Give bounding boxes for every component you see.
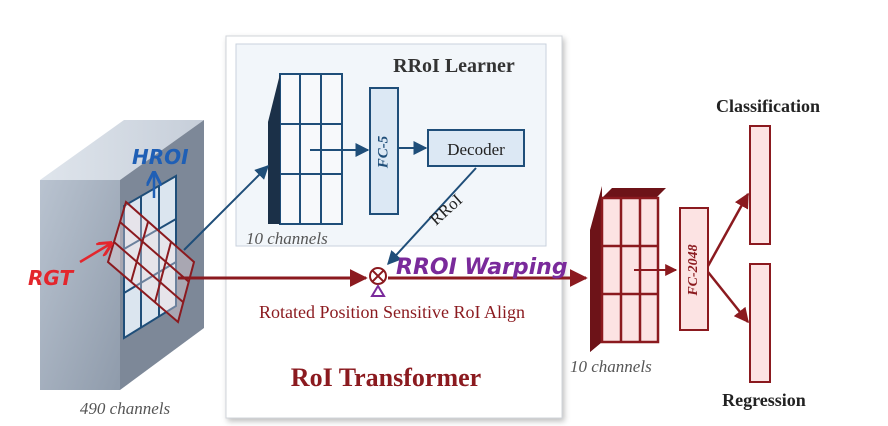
- fc-to-regression-arrow: [707, 271, 749, 324]
- fc5-label: FC-5: [375, 135, 391, 169]
- classification-label: Classification: [716, 96, 820, 116]
- hroi-annotation: HROI: [132, 145, 189, 169]
- input-feature-cube: [40, 120, 204, 390]
- fc2048-layer: FC-2048: [679, 207, 709, 331]
- fc2048-label: FC-2048: [686, 244, 701, 296]
- rgt-annotation: RGT: [28, 266, 74, 290]
- input-channels-label: 490 channels: [80, 399, 171, 418]
- regression-head: [749, 263, 771, 383]
- decoder-box: Decoder: [427, 129, 525, 167]
- decoder-label: Decoder: [447, 140, 505, 159]
- learner-channels-label: 10 channels: [246, 229, 328, 248]
- decoder-to-warp-arrow: [387, 167, 477, 266]
- classification-head: [749, 125, 771, 245]
- rroi-learner-title: RRoI Learner: [393, 55, 515, 77]
- regression-label: Regression: [722, 390, 806, 410]
- roi-transformer-title: RoI Transformer: [291, 363, 481, 392]
- roi-align-operator: [369, 267, 387, 297]
- fc5-layer: FC-5: [369, 87, 399, 215]
- fc-to-classification-arrow: [706, 192, 750, 267]
- output-channels-label: 10 channels: [570, 357, 652, 376]
- rgt-arrow: [79, 244, 110, 264]
- rpsra-label: Rotated Position Sensitive RoI Align: [259, 302, 525, 322]
- input-grid: [123, 174, 177, 340]
- rroi-warping-annotation: RROI Warping: [396, 255, 568, 280]
- input-to-learner-arrow: [183, 165, 269, 251]
